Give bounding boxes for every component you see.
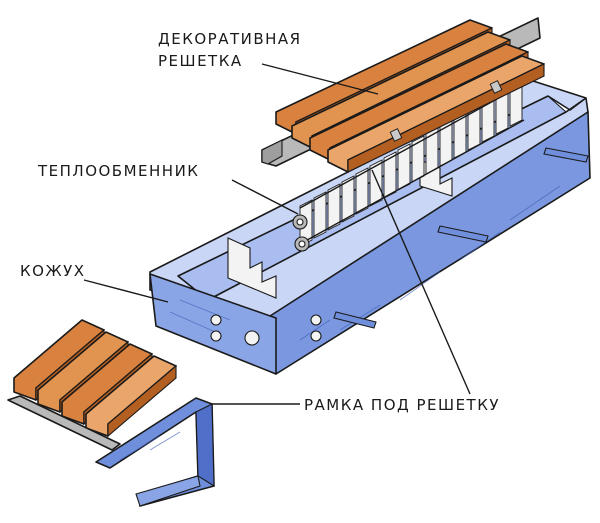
leader-lines [83,63,471,405]
heat-exchanger-fins [299,79,523,247]
heat-exchanger [292,79,525,252]
housing-hole-2 [210,330,222,342]
label-grille-line2: РЕШЕТКА [158,52,243,70]
bracket-3 [543,147,589,163]
frame-hatching [119,431,181,461]
leader-grille [261,63,379,95]
grille-frame [95,397,215,507]
short-grille-slats [13,319,177,438]
labels: ДЕКОРАТИВНАЯ РЕШЕТКА ТЕПЛООБМЕННИК КОЖУХ… [20,30,500,414]
label-heat-exchanger: ТЕПЛООБМЕННИК [37,162,199,180]
housing-hatching [169,185,561,341]
label-grille-frame: РАМКА ПОД РЕШЕТКУ [304,396,500,414]
housing-hole-4 [310,314,322,326]
pipe-connectors [292,214,310,252]
grille-end-hook [261,139,283,165]
bracket-1 [333,311,377,329]
frame-vertical-face [195,403,215,488]
bracket-2 [437,225,489,243]
housing-hole-5 [310,330,322,342]
leader-frame-right [371,169,471,395]
heat-exchanger-tube-bottom [299,119,525,245]
label-grille-line1: ДЕКОРАТИВНАЯ [158,30,302,48]
grille-spacers [389,80,503,142]
leader-housing [83,279,169,303]
short-grille-base [7,395,121,451]
decorative-grille-long [261,17,545,173]
leader-heat-exchanger [231,179,299,215]
housing-hole-3 [244,330,260,346]
decorative-grille-short [7,319,177,451]
inner-divider-1 [227,237,277,299]
label-housing: КОЖУХ [20,262,86,280]
frame-bottom-lip [135,475,201,507]
housing-hole-1 [210,314,222,326]
